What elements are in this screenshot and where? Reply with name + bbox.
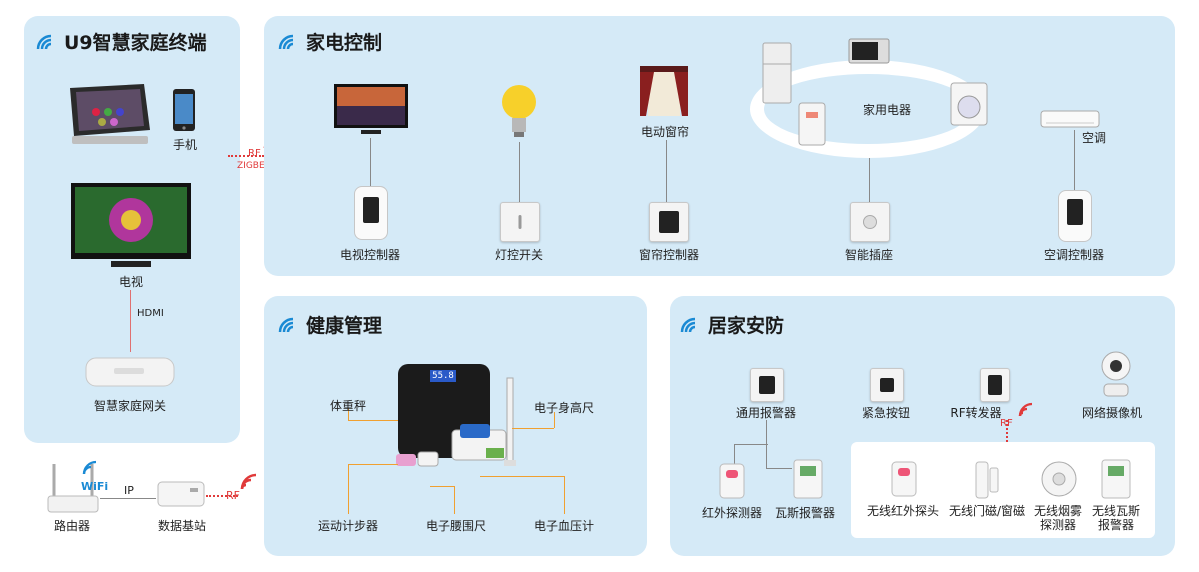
light-switch-label: 灯控开关	[495, 246, 543, 263]
home-appliances-label: 家用电器	[863, 101, 911, 118]
tv-connector	[370, 138, 371, 186]
alarm-connector-gas-h	[766, 468, 792, 469]
wireless-ir-image	[890, 460, 918, 498]
gas-alarm-label: 瓦斯报警器	[775, 504, 835, 521]
pedometer-image	[394, 450, 442, 470]
gateway-image	[84, 354, 176, 390]
ac-controller-label: 空调控制器	[1044, 246, 1104, 263]
alarm-label: 通用报警器	[736, 404, 796, 421]
bp-connector-h	[480, 476, 564, 477]
scale-connector-h	[348, 420, 398, 421]
light-bulb-image	[500, 82, 538, 140]
rf-repeater-device	[980, 368, 1010, 402]
bp-label: 电子血压计	[534, 517, 594, 534]
scale-label: 体重秤	[330, 397, 366, 414]
waist-connector-v	[454, 486, 455, 514]
pedometer-connector-v	[348, 464, 349, 514]
scale-display: 55.8	[430, 370, 456, 382]
router-label: 路由器	[54, 517, 90, 534]
light-switch-device	[500, 202, 540, 242]
blood-pressure-monitor-image	[450, 420, 508, 466]
rf-repeater-connector	[1006, 420, 1008, 442]
hdmi-label: HDMI	[137, 308, 164, 319]
ac-connector	[1074, 130, 1075, 190]
tv-image	[71, 183, 191, 269]
gas-alarm-image	[792, 458, 824, 500]
appliance-panel	[264, 16, 1175, 276]
rf-signal-icon-bottom	[240, 473, 260, 491]
base-station-image	[156, 476, 206, 512]
bulb-connector	[519, 142, 520, 202]
wireless-door-label: 无线门磁/窗磁	[949, 502, 1025, 519]
tablet-terminal-image	[66, 82, 152, 148]
terminal-title: U9智慧家庭终端	[36, 28, 207, 55]
alarm-device	[750, 368, 784, 402]
ir-detector-label: 红外探测器	[702, 504, 762, 521]
alarm-connector-h	[734, 444, 768, 445]
wireless-door-image	[974, 460, 1000, 500]
wifi-label: WiFi	[81, 480, 108, 493]
smart-socket-label: 智能插座	[845, 246, 893, 263]
ip-line	[100, 498, 156, 499]
ac-controller-device	[1058, 190, 1092, 242]
rf-label-bottom: RF	[226, 489, 240, 502]
ip-label: IP	[124, 484, 134, 497]
rf-repeater-signal-icon	[1018, 402, 1036, 418]
pedometer-connector-h	[348, 464, 398, 465]
waist-label: 电子腰围尺	[426, 517, 486, 534]
bp-connector-v	[564, 476, 565, 514]
height-ruler-image	[502, 376, 518, 468]
emergency-button-label: 紧急按钮	[862, 404, 910, 421]
wifi-signal-icon	[82, 460, 100, 476]
ir-detector-image	[718, 462, 746, 500]
wireless-smoke-image	[1040, 460, 1078, 498]
alarm-connector-ir	[734, 444, 735, 464]
wireless-gas-image	[1100, 458, 1132, 500]
hdmi-line	[130, 290, 131, 352]
security-title: 居家安防	[680, 311, 784, 338]
wifi-icon	[680, 317, 700, 333]
wireless-smoke-label-2: 探测器	[1040, 516, 1076, 533]
tv-label: 电视	[119, 273, 143, 290]
washing-machine-image	[950, 82, 988, 126]
health-title: 健康管理	[278, 311, 382, 338]
wireless-gas-label-2: 报警器	[1098, 516, 1134, 533]
phone-image	[172, 88, 196, 132]
base-station-label: 数据基站	[158, 517, 206, 534]
water-heater-image	[798, 102, 826, 146]
fridge-image	[762, 42, 792, 104]
appliance-connector	[869, 158, 870, 202]
tv-controller-label: 电视控制器	[340, 246, 400, 263]
curtain-connector	[666, 140, 667, 202]
ac-label: 空调	[1082, 129, 1106, 146]
wifi-icon	[36, 34, 56, 50]
appliance-title: 家电控制	[278, 28, 382, 55]
ac-image	[1040, 110, 1100, 130]
network-camera-label: 网络摄像机	[1082, 404, 1142, 421]
curtain-controller-device	[649, 202, 689, 242]
height-label: 电子身高尺	[534, 399, 594, 416]
phone-label: 手机	[173, 136, 197, 153]
curtain-label: 电动窗帘	[641, 123, 689, 140]
waist-connector-h	[430, 486, 454, 487]
rf-label-top: RF	[248, 148, 261, 159]
curtain-controller-label: 窗帘控制器	[639, 246, 699, 263]
pedometer-label: 运动计步器	[318, 517, 378, 534]
gateway-label: 智慧家庭网关	[94, 397, 166, 414]
microwave-image	[848, 38, 890, 64]
emergency-button-device	[870, 368, 904, 402]
tv-controller-device	[354, 186, 388, 240]
height-connector-h	[512, 428, 554, 429]
smart-socket-device	[850, 202, 890, 242]
wireless-ir-label: 无线红外探头	[867, 502, 939, 519]
network-camera-image	[1094, 348, 1138, 400]
appliance-tv-image	[334, 84, 408, 136]
rf-repeater-label: RF转发器	[950, 404, 1001, 421]
wifi-icon	[278, 317, 298, 333]
wifi-icon	[278, 34, 298, 50]
curtain-image	[640, 66, 688, 116]
